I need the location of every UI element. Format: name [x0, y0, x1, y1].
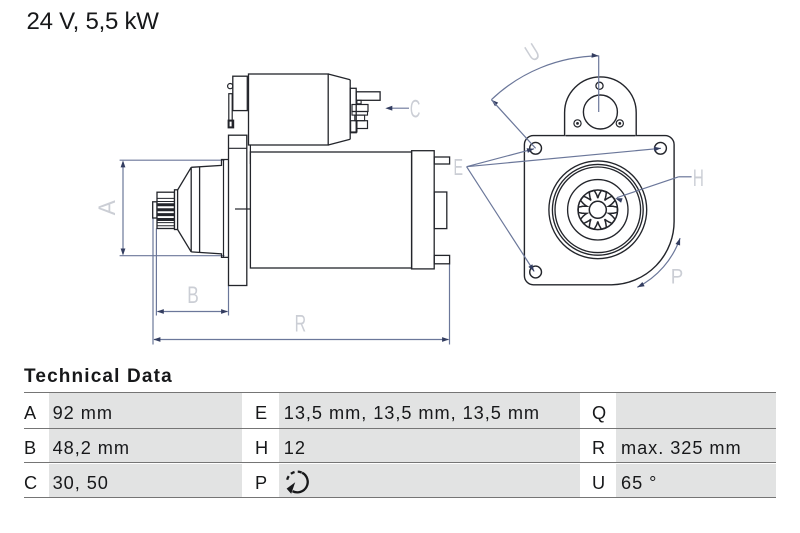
svg-text:C: C [410, 96, 421, 124]
svg-text:A: A [94, 200, 121, 215]
svg-text:H: H [693, 165, 704, 192]
svg-text:P: P [671, 265, 684, 288]
svg-text:U: U [521, 38, 545, 67]
svg-text:E: E [454, 154, 464, 180]
svg-text:B: B [187, 282, 199, 309]
svg-text:R: R [295, 311, 307, 338]
